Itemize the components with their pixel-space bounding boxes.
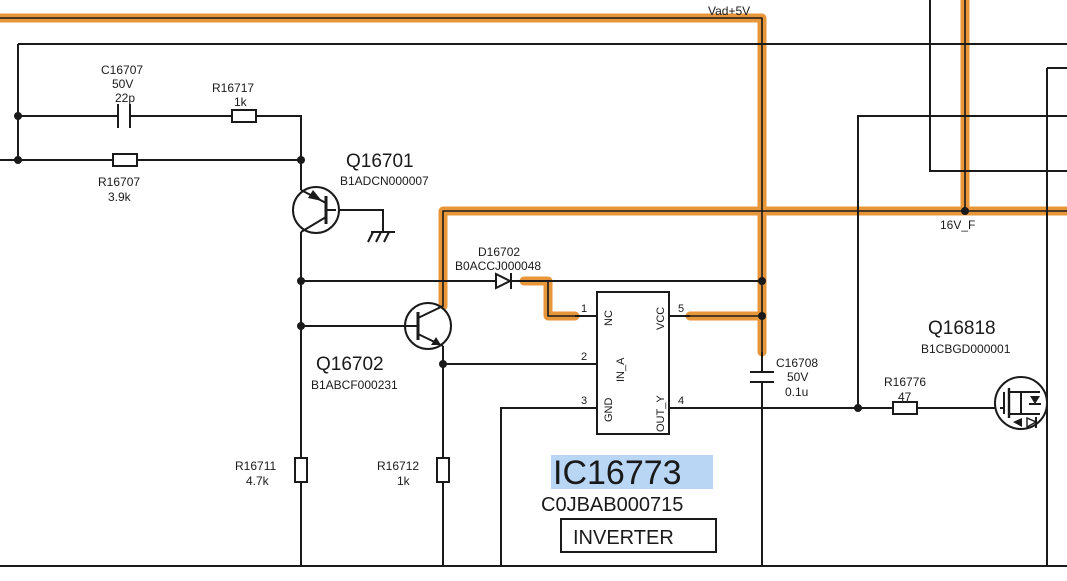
c16708-ref: C16708: [776, 356, 818, 370]
c16707-value: 22p: [115, 91, 135, 105]
wires: [0, 0, 1067, 567]
r16711-ref: R16711: [235, 459, 276, 473]
q16701-part: B1ADCN000007: [340, 174, 429, 188]
ic-pin5-name: VCC: [655, 307, 667, 330]
q16702-part: B1ABCF000231: [311, 378, 398, 392]
highlighted-nets: [0, 0, 1067, 357]
r16717-symbol[interactable]: [231, 109, 257, 123]
q16818-part: B1CBGD000001: [921, 342, 1011, 356]
ic-pin2-num: 2: [581, 351, 587, 363]
r16776-symbol[interactable]: [892, 401, 918, 415]
ic-pin1-name: NC: [603, 310, 615, 326]
r16712-ref: R16712: [377, 459, 419, 473]
q16702-symbol[interactable]: [404, 302, 452, 364]
q16701-ref: Q16701: [346, 151, 414, 172]
net-label-vad5v: Vad+5V: [708, 4, 750, 18]
r16711-symbol[interactable]: [294, 457, 308, 483]
ic-part: C0JBAB000715: [541, 494, 683, 516]
ground-symbol: [367, 231, 395, 243]
r16712-symbol[interactable]: [436, 457, 450, 483]
r16712-value: 1k: [397, 474, 411, 488]
q16818-ref: Q16818: [928, 318, 996, 339]
ic-pin3-num: 3: [581, 395, 587, 407]
ic-ref-selection: [551, 455, 713, 489]
c16707-symbol[interactable]: [117, 104, 131, 128]
junctions: [14, 112, 969, 412]
c16708-value: 0.1u: [785, 385, 808, 399]
r16717-value: 1k: [234, 95, 248, 109]
q16818-symbol[interactable]: [994, 376, 1048, 430]
ic16773-symbol[interactable]: [575, 291, 690, 435]
ic-ref[interactable]: IC16773: [553, 454, 682, 492]
d16702-ref: D16702: [478, 245, 520, 259]
d16702-symbol[interactable]: [495, 272, 513, 290]
ic-pin4-num: 4: [678, 395, 684, 407]
r16707-value: 3.9k: [108, 190, 132, 204]
highlight-diode-nc: [519, 276, 580, 321]
d16702-part: B0ACCJ000048: [455, 259, 541, 273]
ic-pin1-num: 1: [581, 303, 587, 315]
r16776-ref: R16776: [884, 375, 926, 389]
ic-function-box: [560, 518, 717, 553]
r16707-symbol[interactable]: [112, 153, 138, 167]
ic-pin3-name: GND: [603, 398, 615, 423]
ic-pin4-name: OUT_Y: [655, 395, 667, 432]
ic-pin2-name: IN_A: [615, 357, 627, 382]
r16711-value: 4.7k: [246, 474, 270, 488]
c16708-voltage: 50V: [787, 370, 808, 384]
c16708-symbol[interactable]: [750, 371, 774, 383]
r16776-value: 47: [898, 390, 912, 404]
ic-function: INVERTER: [573, 527, 674, 549]
c16707-ref: C16707: [101, 63, 143, 77]
r16707-ref: R16707: [98, 175, 140, 189]
net-label-16vf: 16V_F: [940, 218, 975, 232]
q16702-ref: Q16702: [316, 354, 384, 375]
vad5v-core: [0, 17, 763, 353]
highlighted-nets-core: [0, 0, 1067, 353]
c16707-voltage: 50V: [112, 77, 133, 91]
r16717-ref: R16717: [212, 81, 254, 95]
q16701-symbol[interactable]: [292, 186, 340, 234]
ic-pin5-num: 5: [678, 303, 684, 315]
